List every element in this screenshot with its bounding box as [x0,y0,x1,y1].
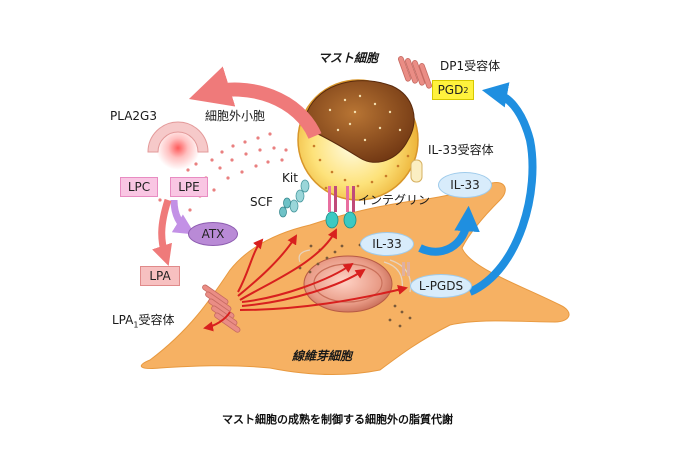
fibroblast-label: 線維芽細胞 [292,349,353,363]
nucleus-speckles [328,94,402,142]
atx-bubble: ATX [188,222,238,246]
dp1-receptor-shape [397,56,432,89]
lpa1-subscript: 1 [133,320,139,330]
il33-receptor-label: IL-33受容体 [428,143,494,157]
lpa1-receptor-text: 受容体 [138,313,175,327]
mast-granules [312,144,410,190]
dp1-receptor-label: DP1受容体 [440,59,501,73]
lpa1-receptor-label: LPA1受容体 [112,314,174,329]
kit-scf-molecules [279,179,310,218]
lpc-to-lpa-arrow [152,198,172,266]
lpa1-receptor-shape [202,284,241,333]
lpa-box: LPA [140,266,180,286]
lpgds-to-pgd2-arrow [468,82,537,296]
pgd2-text: PGD [437,83,464,97]
kit-label: Kit [282,171,298,185]
il33-release-arrow [418,205,480,256]
lpc-box: LPC [120,177,158,197]
figure-caption: マスト細胞の成熟を制御する細胞外の脂質代謝 [222,413,453,426]
lpc-to-atx-arrow [170,199,196,235]
vesicle-release-arrow [188,66,322,140]
pla2g3-glow [156,126,200,170]
integrin-label: インテグリン [358,193,431,207]
lpa1-signaling-arrows [203,228,408,332]
fibroblast-granules [298,243,412,328]
pla2g3-label: PLA2G3 [110,109,157,123]
il33-mid-bubble: IL-33 [360,232,414,256]
mast-cell-label: マスト細胞 [318,51,379,65]
lpgds-bubble: L-PGDS [410,274,472,298]
il33-top-bubble: IL-33 [438,172,492,198]
il33-receptor-shape [410,159,423,183]
integrin-molecules [325,186,357,229]
lpe-box: LPE [170,177,208,197]
lpa1-text: LPA [112,313,134,327]
pgd2-subscript: 2 [463,85,469,95]
vesicle-label: 細胞外小胞 [205,109,266,123]
pla2g3-shape [147,121,209,153]
il33-membrane-receptors [402,262,410,276]
scf-label: SCF [250,195,273,209]
